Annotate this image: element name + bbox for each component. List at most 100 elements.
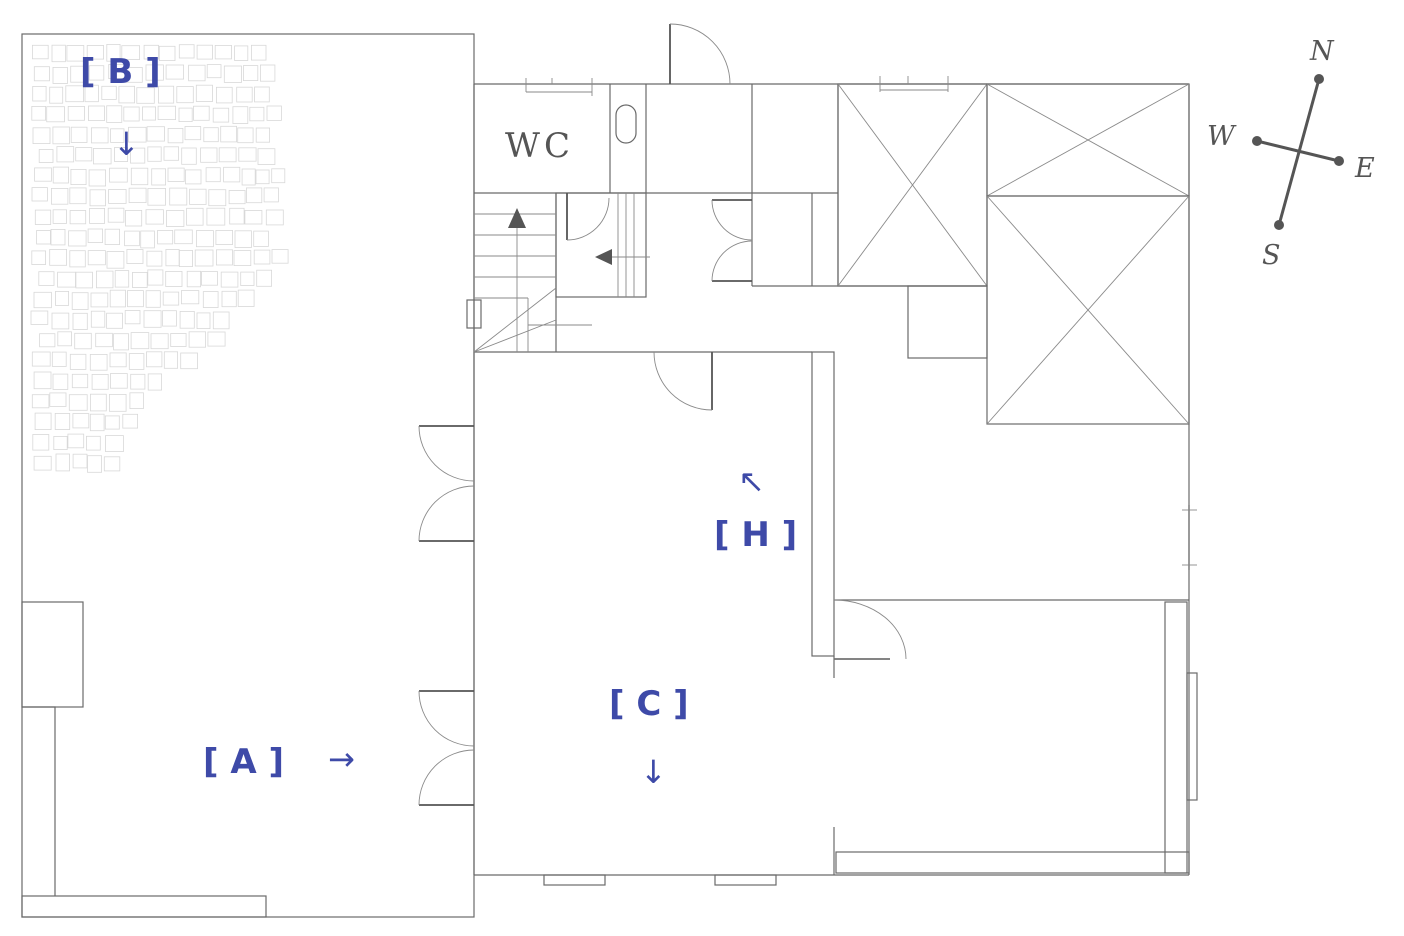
paving-stone <box>105 435 124 453</box>
paving-stone <box>126 67 143 83</box>
paving-stone <box>147 187 166 206</box>
viewpoint-a-arrow: → <box>328 740 355 778</box>
paving-stone <box>49 392 67 407</box>
paving-stone <box>169 187 188 206</box>
paving-stone <box>184 126 202 141</box>
paving-stone <box>212 311 230 330</box>
paving-stone <box>103 456 121 472</box>
paving-stone <box>56 146 75 163</box>
paving-stone <box>255 169 270 185</box>
paving-stone <box>89 207 105 224</box>
paving-stone <box>178 44 195 59</box>
paving-stone <box>33 455 52 471</box>
viewpoint-b-label: [ B ] <box>80 52 161 92</box>
paving-stone <box>114 147 129 162</box>
paving-stone <box>88 169 106 187</box>
paving-stone <box>271 168 286 184</box>
paving-stone <box>72 453 88 469</box>
paving-stone <box>184 169 202 185</box>
paving-stone <box>49 86 64 104</box>
paving-stone <box>143 44 159 60</box>
paving-stone <box>249 106 265 122</box>
compass: N S E W <box>1207 36 1375 271</box>
paving-stone <box>52 166 69 184</box>
paving-stone <box>157 105 177 120</box>
paving-stone <box>179 310 195 329</box>
paving-stone <box>265 209 284 226</box>
paving-stone <box>263 187 279 203</box>
house-walls <box>466 76 1198 886</box>
paving-stone <box>122 413 139 429</box>
paving-stone <box>128 353 145 370</box>
paving-stone <box>54 412 71 430</box>
garden-paving-stones <box>30 44 289 473</box>
paving-stone <box>90 393 107 412</box>
viewpoint-c-label: [ C ] <box>609 684 689 724</box>
paving-stone <box>147 269 164 286</box>
paving-stone <box>195 230 214 248</box>
paving-stone <box>200 147 218 163</box>
paving-stone <box>71 292 89 310</box>
paving-stone <box>205 167 221 183</box>
paving-stone <box>188 64 206 82</box>
paving-stone <box>241 168 256 186</box>
paving-stone <box>196 44 213 60</box>
paving-stone <box>57 331 72 347</box>
paving-stone <box>46 106 65 123</box>
paving-stone <box>128 126 147 143</box>
viewpoint-c-arrow: ↓ <box>640 753 667 791</box>
paving-stone <box>218 147 237 163</box>
paving-stone <box>33 291 52 309</box>
paving-stone <box>257 148 276 165</box>
paving-stone <box>165 64 185 80</box>
paving-stone <box>108 189 127 204</box>
paving-stone <box>126 249 144 264</box>
paving-stone <box>53 435 68 450</box>
paving-stone <box>65 85 84 103</box>
paving-stone <box>221 290 237 308</box>
paving-stone <box>33 371 52 390</box>
paving-stone <box>165 210 185 227</box>
paving-stone <box>189 188 207 205</box>
paving-stone <box>206 207 226 226</box>
paving-stone <box>87 455 103 473</box>
paving-stone <box>253 230 269 247</box>
paving-stone <box>240 271 255 286</box>
paving-stone <box>124 310 141 325</box>
paving-stone <box>128 187 147 203</box>
compass-west: W <box>1207 121 1237 152</box>
compass-east: E <box>1354 153 1375 184</box>
paving-stone <box>129 392 144 409</box>
paving-stone <box>178 107 193 122</box>
paving-stone <box>254 86 270 103</box>
paving-stone <box>121 45 141 60</box>
paving-stone <box>104 228 120 245</box>
paving-stone <box>69 187 87 205</box>
paving-stone <box>52 126 70 145</box>
paving-stone <box>109 393 127 412</box>
paving-stone <box>74 332 92 350</box>
paving-stone <box>30 310 49 325</box>
paving-stone <box>163 146 180 161</box>
paving-stone <box>87 250 106 266</box>
paving-stone <box>271 249 289 264</box>
viewpoint-h-label: [ H ] <box>714 515 797 555</box>
paving-stone <box>229 207 245 225</box>
paving-stone <box>32 434 50 451</box>
paving-stone <box>71 373 89 389</box>
paving-stone <box>238 147 257 162</box>
paving-stone <box>193 105 210 121</box>
paving-stone <box>145 209 164 225</box>
viewpoint-b-arrow: ↓ <box>113 125 140 163</box>
paving-stone <box>31 106 46 121</box>
paving-stone <box>232 106 249 124</box>
paving-stone <box>88 105 105 122</box>
paving-stone <box>186 207 204 226</box>
garden-boundary <box>21 33 475 918</box>
paving-stone <box>158 45 176 61</box>
paving-stone <box>67 106 85 121</box>
paving-stone <box>176 86 194 104</box>
paving-stone <box>145 290 161 308</box>
paving-stone <box>178 249 193 267</box>
paving-stone <box>237 127 254 144</box>
